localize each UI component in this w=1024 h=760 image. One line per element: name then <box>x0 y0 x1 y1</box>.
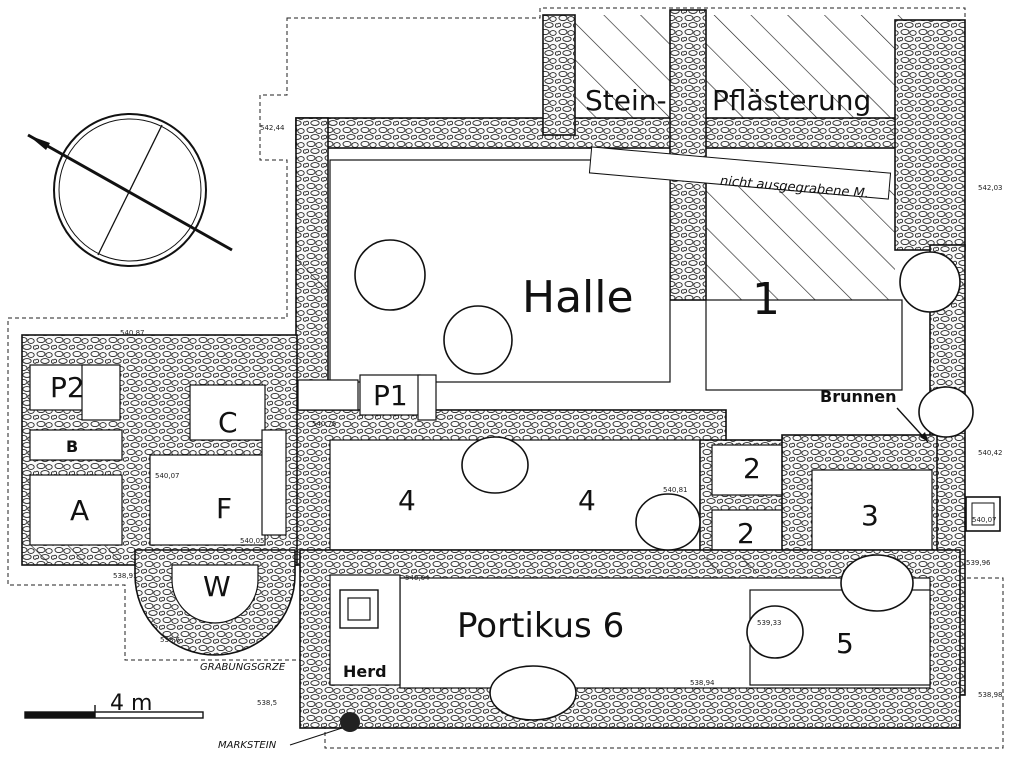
scale-label: 4 m <box>110 691 152 716</box>
room-c <box>189 384 266 441</box>
room3-interior <box>811 469 933 551</box>
upper-left-wall <box>542 14 576 136</box>
room-label-2a: 2 <box>743 452 761 485</box>
room2a-interior <box>711 444 789 496</box>
markstein-leader <box>289 727 343 746</box>
room-label-w: W <box>203 570 231 603</box>
hatch-strip-3 <box>298 255 328 290</box>
room-label-3: 3 <box>861 499 879 532</box>
label-halle-num: 1 <box>752 274 780 325</box>
herd-feature <box>339 589 379 629</box>
room-label-a: A <box>70 494 89 527</box>
pit-8 <box>746 605 804 659</box>
nicht-ausgegraben-band <box>588 146 892 200</box>
herd-room <box>329 574 401 686</box>
halle-north-wall <box>295 117 937 149</box>
elevation-label: 540,81 <box>663 486 688 494</box>
room-p1-stones <box>297 379 359 411</box>
label-brunnen: Brunnen <box>820 387 897 406</box>
pit-2 <box>443 305 513 375</box>
label-halle: Halle <box>522 272 634 323</box>
room-label-2b: 2 <box>737 517 755 550</box>
elevation-label: 540,42 <box>978 449 1003 457</box>
compass-circle-outer <box>53 113 207 267</box>
compass-needle-tip <box>28 135 50 150</box>
compass-cross <box>97 124 163 256</box>
pit-4 <box>635 493 701 551</box>
room-label-4b: 4 <box>578 484 596 517</box>
pit-7 <box>840 554 914 612</box>
elevation-label: 539,33 <box>757 619 782 627</box>
pit-5 <box>899 251 961 313</box>
elevation-label: 540,07 <box>155 472 180 480</box>
excavation-boundary <box>7 7 1004 749</box>
elevation-label: 540,04 <box>405 574 430 582</box>
scale-bar-fill <box>25 712 95 718</box>
room-f <box>149 454 266 546</box>
hatch-strip-2 <box>705 555 765 573</box>
room-label-4a: 4 <box>398 484 416 517</box>
elevation-label: 538,6 <box>160 636 181 644</box>
label-grabungsgrenze: GRABUNGSGRZE <box>200 662 286 673</box>
elevation-label: 542,03 <box>978 184 1003 192</box>
label-pflasterung: Pflästerung <box>712 84 871 117</box>
stone-row-p2 <box>81 364 121 421</box>
halle-east-wall <box>894 19 966 251</box>
markstein-symbol <box>340 712 360 732</box>
pit-6 <box>918 386 974 438</box>
elevation-label: 540,87 <box>120 329 145 337</box>
room-label-p2: P2 <box>50 371 85 404</box>
room-p1-stones-2 <box>417 374 437 421</box>
pit-3 <box>461 436 529 494</box>
pit-9 <box>489 665 577 721</box>
halle-room-east <box>705 299 903 391</box>
elevation-label: 538,98 <box>978 691 1003 699</box>
brunnen-arrowhead <box>920 432 928 442</box>
compass-circle-inner <box>58 118 202 262</box>
stone-row-f <box>261 429 287 536</box>
herd-feature-inner <box>347 597 371 621</box>
room-label-p1: P1 <box>373 379 408 412</box>
room-p1 <box>359 374 421 416</box>
elevation-label: 539,96 <box>966 559 991 567</box>
label-markstein: MARKSTEIN <box>218 740 277 751</box>
elevation-label: 538,91 <box>113 572 138 580</box>
apse-w-interior <box>171 564 259 624</box>
elevation-label: 538,94 <box>690 679 715 687</box>
room-label-b: B <box>66 437 78 456</box>
elevation-label: 540,75 <box>312 420 337 428</box>
pit-1 <box>354 239 426 311</box>
room-a <box>29 474 123 546</box>
label-herd: Herd <box>343 662 387 681</box>
room-label-c: C <box>218 406 238 439</box>
elevation-label: 540,05 <box>240 537 265 545</box>
room-label-f: F <box>216 492 232 525</box>
compass-needle <box>27 133 233 252</box>
elevation-label: 540,07 <box>972 516 997 524</box>
survey-box-inner <box>971 502 995 526</box>
room-label-5: 5 <box>836 627 854 660</box>
elevation-label: 542,44 <box>260 124 285 132</box>
label-stein: Stein- <box>585 84 667 117</box>
room-b <box>29 429 123 461</box>
elevation-label: 538,5 <box>257 699 277 707</box>
stone-paving-area <box>575 15 915 135</box>
room-p2 <box>29 364 91 411</box>
hatch-strip-1 <box>30 545 120 563</box>
label-portikus: Portikus 6 <box>457 606 624 646</box>
